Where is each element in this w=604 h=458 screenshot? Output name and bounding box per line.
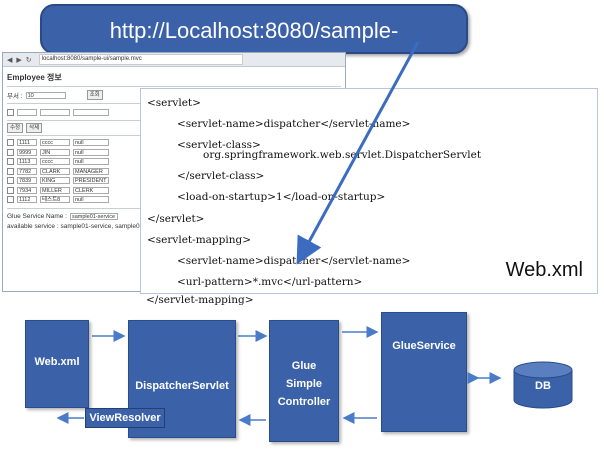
row-checkbox[interactable] xyxy=(7,177,14,185)
new-id-field[interactable] xyxy=(17,108,37,116)
new-name-field[interactable] xyxy=(40,108,70,116)
action-row: 수정 삭제 xyxy=(3,121,345,135)
row-id-field[interactable]: 7839 xyxy=(17,177,37,185)
service-label: Glue Service Name : xyxy=(7,212,67,220)
controller-label-line: Glue xyxy=(291,360,317,372)
row-name-field[interactable]: KING xyxy=(40,177,70,185)
dept-row: 부서 : 10 조회 xyxy=(3,87,345,103)
glue-service-box: GlueService xyxy=(381,312,467,432)
available-service: available service : sample01-service, sa… xyxy=(3,222,345,231)
row-checkbox[interactable] xyxy=(7,158,14,166)
xml-line: <servlet> xyxy=(147,97,201,109)
dept-input[interactable]: 10 xyxy=(25,91,66,99)
reload-icon[interactable]: ↻ xyxy=(25,56,32,64)
row-job-field[interactable]: CLERK xyxy=(73,186,109,194)
row-id-field[interactable]: 1111 xyxy=(17,139,37,147)
row-checkbox[interactable] xyxy=(7,186,14,194)
url-mapping-arrow xyxy=(296,41,420,265)
row-name-field[interactable]: MILLER xyxy=(40,186,70,194)
available-service-text: available service : sample01-service, sa… xyxy=(7,222,146,230)
xml-line: </servlet-class> xyxy=(177,170,265,182)
service-input[interactable]: sample01-service xyxy=(69,212,118,220)
db-label: DB xyxy=(535,380,551,392)
row-id-field[interactable]: 7782 xyxy=(17,167,37,175)
save-button[interactable]: 수정 xyxy=(7,123,24,133)
row-id-field[interactable]: 9999 xyxy=(17,148,37,156)
row-checkbox[interactable] xyxy=(7,196,14,204)
xml-line: <url-pattern>*.mvc</url-pattern> xyxy=(177,276,363,288)
row-job-field[interactable]: null xyxy=(73,148,109,156)
web-xml-panel: <servlet> <servlet-name>dispatcher</serv… xyxy=(140,88,598,294)
row-job-field[interactable]: null xyxy=(73,196,109,204)
xml-line: org.springframework.web.servlet.Dispatch… xyxy=(203,149,482,161)
row-job-field[interactable]: MANAGER xyxy=(73,167,109,175)
row-checkbox[interactable] xyxy=(7,167,14,175)
new-row xyxy=(3,104,345,120)
page-title: Employee 정보 xyxy=(7,73,62,82)
xml-line: </servlet> xyxy=(147,213,205,225)
xml-line: <servlet-mapping> xyxy=(147,234,251,246)
xml-line: <servlet-name>dispatcher</servlet-name> xyxy=(177,255,411,267)
row-name-field[interactable]: CLARK xyxy=(40,167,70,175)
row-id-field[interactable]: 1113 xyxy=(17,158,37,166)
back-icon[interactable]: ◀ xyxy=(7,56,13,64)
row-checkbox[interactable] xyxy=(7,148,14,156)
xml-line: <servlet-name>dispatcher</servlet-name> xyxy=(177,118,411,130)
web-xml-box: Web.xml xyxy=(25,320,89,408)
dept-label: 부서 : xyxy=(7,93,23,100)
controller-label-line: Controller xyxy=(277,396,331,408)
row-name-field[interactable]: JIN xyxy=(40,148,70,156)
row-id-field[interactable]: 1112 xyxy=(17,196,37,204)
search-button[interactable]: 조회 xyxy=(86,90,103,100)
row-job-field[interactable]: PRESIDENT xyxy=(73,177,109,185)
web-xml-label: Web.xml xyxy=(505,259,583,281)
row-name-field[interactable]: cccc xyxy=(40,158,70,166)
forward-icon[interactable]: ▶ xyxy=(16,56,22,64)
new-job-field[interactable] xyxy=(73,108,109,116)
checkbox[interactable] xyxy=(7,108,14,116)
divider xyxy=(7,86,341,87)
xml-line: <servlet-class> xyxy=(177,139,261,151)
row-job-field[interactable]: null xyxy=(73,158,109,166)
view-resolver-box: ViewResolver xyxy=(85,408,165,428)
service-row: Glue Service Name : sample01-service xyxy=(3,211,345,222)
row-id-field[interactable]: 7934 xyxy=(17,186,37,194)
row-job-field[interactable]: null xyxy=(73,139,109,147)
row-name-field[interactable]: 테스트8 xyxy=(40,196,70,204)
db-cylinder-icon xyxy=(513,361,573,409)
browser-toolbar: ◀ ▶ ↻ localhost:8080/sample-ui/sample.mv… xyxy=(3,53,345,67)
controller-label-line: Simple xyxy=(285,378,323,390)
address-bar[interactable]: localhost:8080/sample-ui/sample.mvc xyxy=(38,54,243,65)
xml-line: </servlet-mapping> xyxy=(146,294,254,306)
delete-button[interactable]: 삭제 xyxy=(26,123,43,133)
glue-simple-controller-box: Glue Simple Controller xyxy=(269,320,339,442)
row-checkbox[interactable] xyxy=(7,139,14,147)
row-name-field[interactable]: cccc xyxy=(40,139,70,147)
